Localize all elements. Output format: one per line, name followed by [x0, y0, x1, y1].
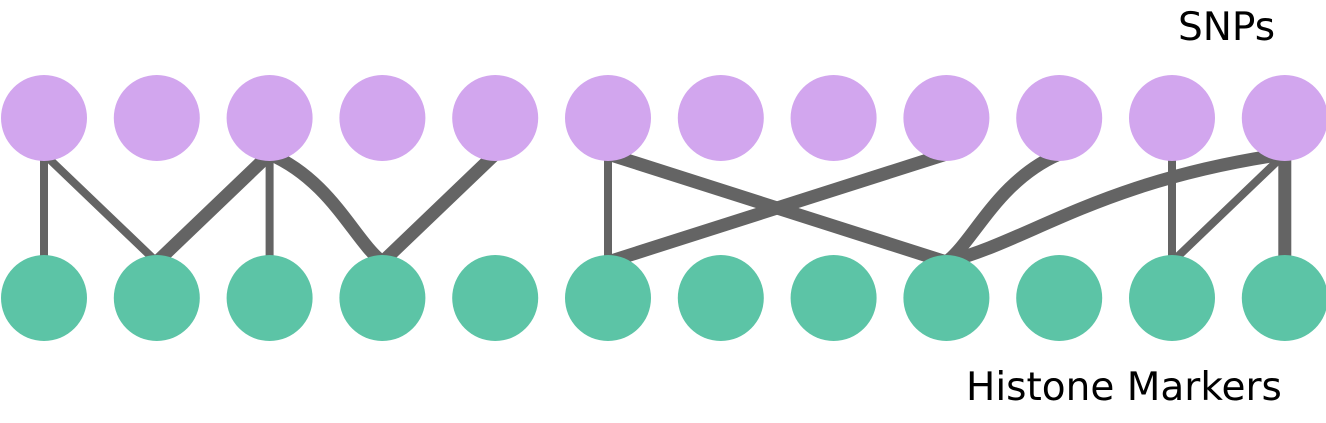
edge-snp-12-histone-9: [944, 147, 1286, 269]
histone-marker-node-8: [790, 255, 877, 341]
edge-snp-12-histone-11: [1169, 151, 1288, 265]
snp-node-4: [339, 75, 426, 161]
histone-marker-node-5: [452, 255, 539, 341]
edge-snp-3-histone-2: [152, 149, 275, 267]
snp-node-11: [1129, 75, 1215, 161]
histone-marker-node-3: [226, 255, 313, 341]
edge-snp-1-histone-2: [41, 151, 160, 265]
snp-node-10: [1016, 75, 1103, 161]
edges-layer: [40, 147, 1292, 269]
histone-marker-node-6: [565, 255, 651, 341]
histone-marker-node-11: [1129, 255, 1215, 341]
histone-marker-node-7: [677, 255, 764, 341]
histone-marker-node-1: [1, 255, 87, 341]
snp-node-8: [790, 75, 877, 161]
snp-node-1: [1, 75, 87, 161]
histone-marker-node-2: [113, 255, 200, 341]
snp-node-9: [903, 75, 990, 161]
snp-node-3: [226, 75, 313, 161]
edge-snp-5-histone-4: [377, 149, 500, 267]
snp-node-6: [565, 75, 651, 161]
snp-node-5: [452, 75, 539, 161]
snp-node-7: [677, 75, 764, 161]
histone-marker-nodes: [1, 255, 1326, 341]
snp-node-2: [113, 75, 200, 161]
edge-snp-9-histone-6: [606, 147, 949, 269]
histone-marker-node-12: [1241, 255, 1326, 341]
histone-marker-node-4: [339, 255, 426, 341]
snp-node-12: [1241, 75, 1326, 161]
histone-marker-node-9: [903, 255, 990, 341]
edge-snp-3-histone-4: [266, 148, 387, 268]
histone-marker-node-10: [1016, 255, 1103, 341]
histone-markers-label: Histone Markers: [966, 365, 1282, 410]
snp-nodes: [1, 75, 1326, 161]
snps-label: SNPs: [1178, 5, 1276, 50]
